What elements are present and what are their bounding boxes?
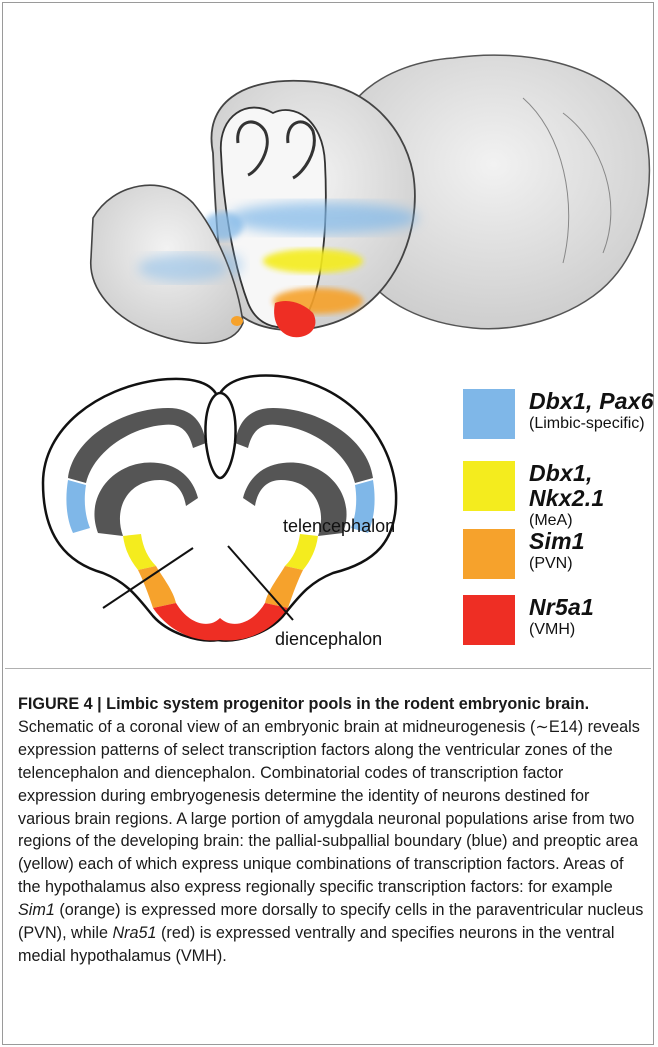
legend-gene: Dbx1, Pax6	[529, 389, 654, 414]
legend-item-orange: Sim1 (PVN)	[463, 529, 585, 579]
olfactory-blue-blob	[138, 254, 228, 282]
legend-item-yellow: Dbx1, Nkx2.1 (MeA)	[463, 461, 655, 530]
legend-gene: Nr5a1	[529, 595, 594, 620]
legend-item-red: Nr5a1 (VMH)	[463, 595, 594, 645]
caption-divider	[5, 668, 651, 669]
coronal-schematic	[28, 368, 468, 658]
caption-gene-sim1: Sim1	[18, 901, 55, 919]
legend-item-blue: Dbx1, Pax6 (Limbic-specific)	[463, 389, 654, 439]
central-ventricle-loop	[205, 393, 235, 478]
yellow-expression-blob	[263, 249, 363, 273]
legend-region: (VMH)	[529, 620, 594, 639]
blue-expression-blob	[228, 202, 418, 234]
caption-gene-nra51: Nra51	[112, 924, 156, 942]
caption-title: FIGURE 4 | Limbic system progenitor pool…	[18, 695, 589, 713]
brain-3d-drawing	[3, 3, 655, 363]
legend-swatch-orange	[463, 529, 515, 579]
legend-swatch-yellow	[463, 461, 515, 511]
legend-swatch-red	[463, 595, 515, 645]
legend-swatch-blue	[463, 389, 515, 439]
telencephalon-label: telencephalon	[283, 516, 395, 537]
legend-region: (Limbic-specific)	[529, 414, 654, 433]
legend-gene: Sim1	[529, 529, 585, 554]
olfactory-orange-blob	[231, 316, 243, 326]
figure-caption: FIGURE 4 | Limbic system progenitor pool…	[18, 693, 644, 968]
caption-text: Schematic of a coronal view of an embryo…	[18, 718, 640, 896]
legend-gene: Dbx1, Nkx2.1	[529, 461, 655, 511]
legend-region: (PVN)	[529, 554, 585, 573]
diencephalon-label: diencephalon	[275, 629, 382, 650]
figure-illustration: telencephalon diencephalon Dbx1, Pax6 (L…	[3, 3, 655, 671]
